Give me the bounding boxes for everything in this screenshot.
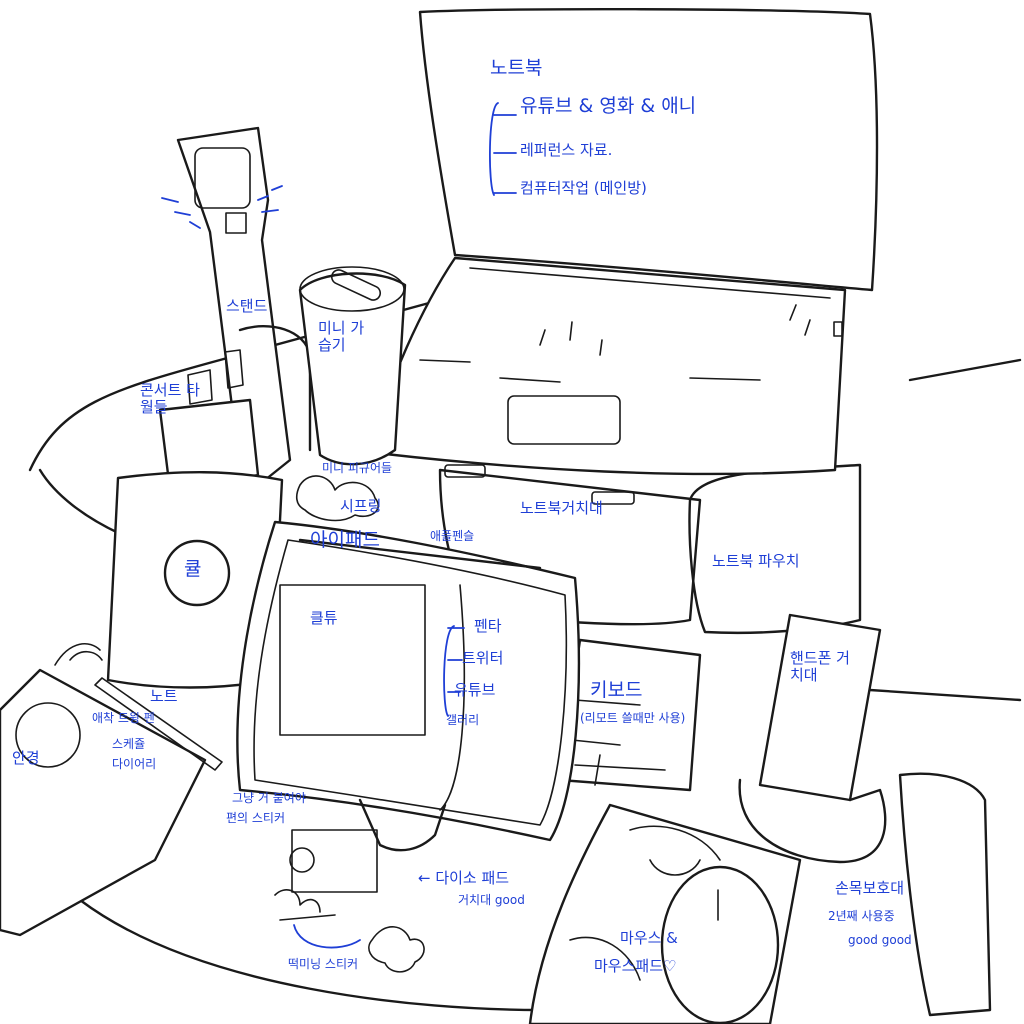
glasses-lens [15, 702, 81, 768]
stand-foot-1 [444, 464, 486, 478]
label-tteok-sticker: 떡미닝 스티커 [288, 957, 359, 971]
label-app-4: 갤러리 [446, 713, 480, 727]
humidifier-top [299, 266, 405, 312]
label-wrist-3: good good [848, 933, 912, 947]
label-app-2: 트위터 [462, 649, 504, 667]
desk-lower-edge [868, 688, 1022, 702]
ipad-screen [253, 539, 568, 826]
label-ipad-main: 클튜 [310, 609, 338, 627]
label-mouse: 마우스 & [620, 929, 678, 947]
lamp-light-rays [161, 185, 283, 229]
tteok-arrow [293, 924, 361, 949]
mouse [660, 865, 780, 1024]
keyboard-keys [571, 699, 666, 786]
label-chips: 큘 [184, 558, 202, 580]
label-schedule-1: 애착 트윙 펜 [92, 711, 155, 725]
label-laptop-line2: 레퍼런스 자료. [520, 141, 613, 159]
sticker-face [291, 829, 378, 893]
humidifier-body [298, 272, 407, 466]
sticker-flowers [368, 926, 425, 973]
ipad-frame [236, 520, 581, 842]
laptop-keys [419, 304, 811, 383]
desk-right-edge [908, 358, 1022, 382]
label-humidifier: 미니 가습기 [318, 319, 365, 355]
notebook [0, 668, 207, 937]
desk-back-edge [28, 298, 442, 472]
pen [94, 677, 223, 771]
label-keyboard-note: (리모트 쓸때만 사용) [580, 711, 686, 725]
sticker-skewers [274, 889, 336, 921]
humidifier-vent [330, 269, 382, 301]
ipad-holder [358, 798, 447, 852]
label-note: 노트 [150, 687, 178, 705]
lamp-switch [225, 212, 247, 234]
label-app-1: 펜타 [474, 617, 502, 635]
label-mousepad: 마우스패드♡ [594, 957, 677, 975]
label-glasses: 안경 [12, 749, 40, 767]
label-schedule-3: 다이어리 [112, 757, 157, 771]
laptop-pouch [688, 463, 862, 635]
laptop-hinge [469, 267, 831, 299]
label-ipad: 아이패드 [310, 529, 380, 551]
lamp-head [194, 147, 251, 209]
label-spring: 시프링 [340, 497, 382, 515]
label-wrist-2: 2년째 사용중 [828, 909, 895, 923]
label-laptop-line3: 컴퓨터작업 (메인방) [520, 179, 647, 197]
label-daiso-2: 거치대 good [458, 893, 525, 907]
notebook-rings [54, 642, 103, 666]
mousepad-art [569, 825, 721, 981]
stand-foot-2 [591, 491, 635, 505]
laptop-base [366, 256, 847, 476]
label-schedule-2: 스케쥴 [112, 737, 146, 751]
label-figures: 미니 피규어들 [322, 461, 393, 475]
label-laptop-line1: 유튜브 & 영화 & 애니 [520, 95, 697, 117]
towel-roll [187, 349, 244, 405]
label-laptop-holder: 노트북거치대 [520, 499, 603, 517]
laptop-trackpad [507, 395, 621, 445]
label-wrist: 손목보호대 [835, 879, 905, 897]
ipad-split [439, 584, 466, 811]
mini-figures [295, 475, 379, 522]
phone-holder [738, 778, 887, 864]
laptop-screen [418, 8, 879, 292]
label-sticker-note-2: 편의 스티커 [226, 811, 286, 825]
label-apple-pencil: 애플펜슬 [430, 529, 475, 543]
label-keyboard: 키보드 [590, 679, 643, 701]
ipad-apps-bracket [443, 625, 465, 717]
desk-bottom-curve [78, 898, 542, 1012]
label-concert-towel: 콘서트 타월들 [140, 381, 200, 417]
wrist-rest [898, 772, 992, 1017]
label-laptop: 노트북 [490, 57, 543, 79]
label-sticker-note-1: 그냥 거 붙여야 [232, 791, 306, 805]
laptop-bracket [489, 102, 517, 196]
chips-logo [163, 539, 231, 607]
lamp-arm [176, 126, 292, 482]
apple-pencil [298, 538, 542, 570]
label-laptop-pouch: 노트북 파우치 [712, 552, 800, 570]
laptop-port [833, 321, 843, 337]
label-app-3: 유튜브 [454, 681, 496, 699]
label-daiso: ← 다이소 패드 [418, 869, 510, 887]
phone [758, 613, 882, 802]
label-stand: 스탠드 [226, 297, 268, 315]
label-phone-holder: 핸드폰 거치대 [790, 649, 850, 685]
sticker-circle [289, 847, 315, 873]
ipad-app-window [279, 584, 426, 736]
